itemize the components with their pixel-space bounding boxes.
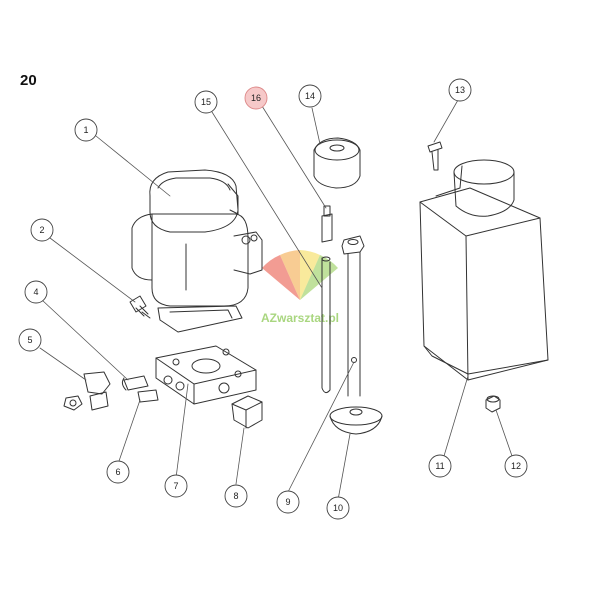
callout-circle-4	[24, 280, 48, 304]
part-drain-plug	[485, 395, 501, 413]
part-plug	[231, 395, 263, 429]
callout-label-12: 12	[511, 461, 521, 471]
callout-label-7: 7	[173, 481, 178, 491]
callout-circle-12	[504, 454, 528, 478]
callout-label-13: 13	[455, 85, 465, 95]
part-valve-block	[155, 345, 257, 405]
callout-circle-8	[224, 484, 248, 508]
watermark-text: AZwarsztat.pl	[261, 311, 339, 325]
part-suction-tube	[341, 235, 365, 397]
callout-circle-15	[194, 90, 218, 114]
callout-circle-5	[18, 328, 42, 352]
leader-6	[117, 399, 141, 465]
leader-13	[433, 99, 459, 143]
leader-14	[311, 107, 321, 145]
callout-label-9: 9	[285, 497, 290, 507]
part-dipstick	[321, 205, 333, 243]
part-tank	[419, 159, 549, 381]
leader-12	[495, 409, 513, 457]
callout-circle-9	[276, 490, 300, 514]
part-electric-motor	[131, 169, 263, 333]
callout-label-1: 1	[83, 125, 88, 135]
part-bolt	[129, 295, 151, 319]
watermark-fan-yellow	[300, 250, 320, 300]
callout-label-15: 15	[201, 97, 211, 107]
part-cap	[313, 137, 361, 189]
watermark-fan-orange	[280, 250, 300, 300]
callout-circle-13	[448, 78, 472, 102]
part-elbow-fitting	[63, 371, 111, 411]
callout-label-16: 16	[251, 93, 261, 103]
leader-7	[175, 383, 189, 479]
leader-lines	[39, 99, 513, 501]
leader-1	[95, 135, 171, 197]
callout-circle-6	[106, 460, 130, 484]
callout-circle-7	[164, 474, 188, 498]
callout-circle-1	[74, 118, 98, 142]
leader-8	[235, 427, 245, 485]
leader-10	[337, 433, 351, 501]
leader-9	[287, 361, 355, 493]
leader-2	[49, 237, 136, 303]
part-filter	[329, 406, 383, 435]
callout-label-2: 2	[39, 225, 44, 235]
callout-circle-16	[244, 86, 268, 110]
part-return-tube	[321, 256, 331, 394]
leader-15	[211, 111, 323, 289]
callout-label-6: 6	[115, 467, 120, 477]
callout-label-14: 14	[305, 91, 315, 101]
callout-label-5: 5	[27, 335, 32, 345]
leader-5	[39, 347, 87, 381]
watermark-fan-red	[262, 255, 300, 300]
callout-label-8: 8	[233, 491, 238, 501]
watermark-logo: AZwarsztat.pl	[261, 250, 339, 325]
part-breather	[427, 141, 443, 171]
leader-16	[261, 105, 327, 209]
callout-circle-10	[326, 496, 350, 520]
callout-circle-14	[298, 84, 322, 108]
leader-4	[41, 299, 129, 381]
callout-circle-11	[428, 454, 452, 478]
leader-11	[443, 375, 469, 457]
callout-label-4: 4	[33, 287, 38, 297]
figure-number: 20	[20, 72, 37, 89]
callout-labels: 1 2 4 5 6 7 8 9 10 11 12 13 14 15 16	[27, 85, 521, 513]
callout-label-10: 10	[333, 503, 343, 513]
callout-label-11: 11	[435, 461, 444, 471]
callouts	[18, 78, 528, 520]
part-fittings	[121, 375, 159, 403]
callout-circle-2	[30, 218, 54, 242]
watermark-fan-green	[300, 255, 338, 300]
